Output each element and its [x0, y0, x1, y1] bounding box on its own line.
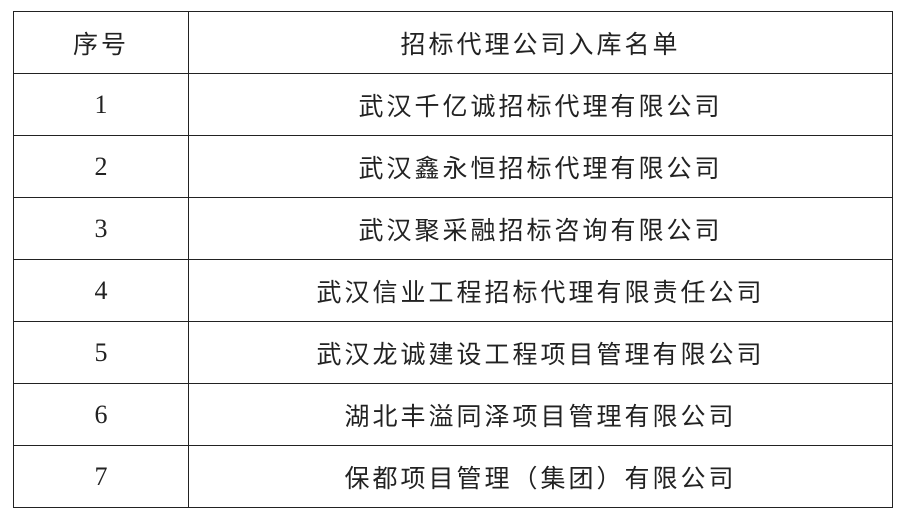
- company-name: 湖北丰溢同泽项目管理有限公司: [188, 383, 893, 446]
- table-header: 序号 招标代理公司入库名单: [13, 11, 893, 74]
- table-row: 1 武汉千亿诚招标代理有限公司: [13, 73, 893, 136]
- company-name: 武汉信业工程招标代理有限责任公司: [188, 259, 893, 322]
- row-number: 4: [13, 259, 189, 322]
- row-number: 7: [13, 445, 189, 508]
- table-row: 2 武汉鑫永恒招标代理有限公司: [13, 135, 893, 198]
- company-name: 武汉龙诚建设工程项目管理有限公司: [188, 321, 893, 384]
- company-name: 武汉鑫永恒招标代理有限公司: [188, 135, 893, 198]
- column-header-name: 招标代理公司入库名单: [188, 11, 893, 74]
- row-number: 6: [13, 383, 189, 446]
- table-row: 7 保都项目管理（集团）有限公司: [13, 445, 893, 508]
- row-number: 2: [13, 135, 189, 198]
- agency-list-table: 序号 招标代理公司入库名单 1 武汉千亿诚招标代理有限公司 2 武汉鑫永恒招标代…: [13, 11, 893, 508]
- table-body: 1 武汉千亿诚招标代理有限公司 2 武汉鑫永恒招标代理有限公司 3 武汉聚采融招…: [13, 73, 893, 508]
- row-number: 3: [13, 197, 189, 260]
- row-number: 1: [13, 73, 189, 136]
- company-name: 武汉聚采融招标咨询有限公司: [188, 197, 893, 260]
- table-row: 5 武汉龙诚建设工程项目管理有限公司: [13, 321, 893, 384]
- header-row: 序号 招标代理公司入库名单: [13, 11, 893, 74]
- company-name: 保都项目管理（集团）有限公司: [188, 445, 893, 508]
- row-number: 5: [13, 321, 189, 384]
- column-header-number: 序号: [13, 11, 189, 74]
- table-row: 3 武汉聚采融招标咨询有限公司: [13, 197, 893, 260]
- table-row: 6 湖北丰溢同泽项目管理有限公司: [13, 383, 893, 446]
- company-name: 武汉千亿诚招标代理有限公司: [188, 73, 893, 136]
- table-row: 4 武汉信业工程招标代理有限责任公司: [13, 259, 893, 322]
